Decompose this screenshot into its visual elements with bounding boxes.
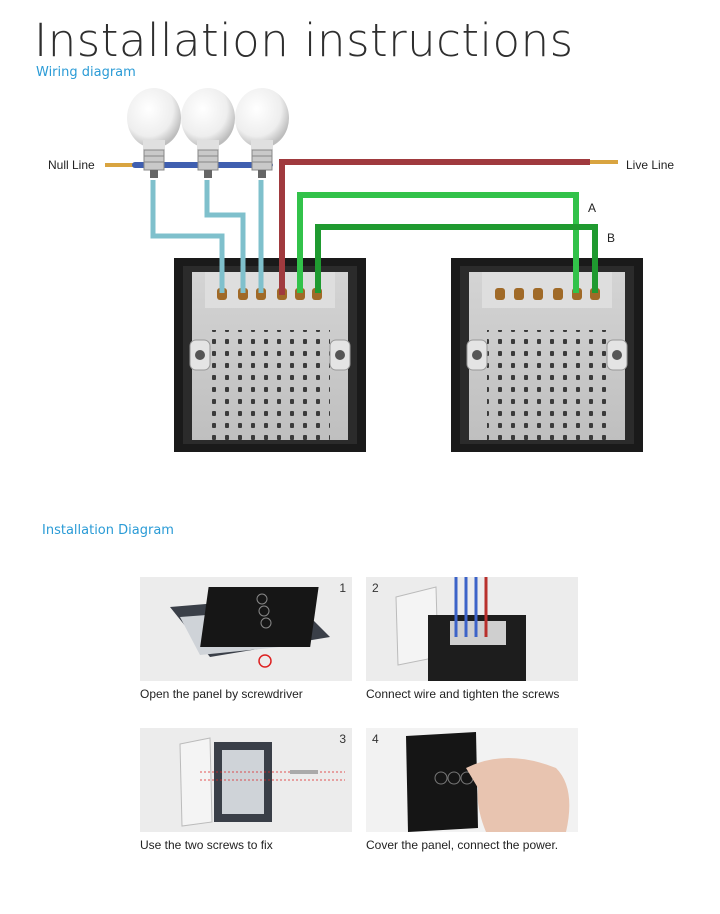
step-1: 1 Open the panel by screwdriver <box>140 577 352 701</box>
lamp-wires <box>150 180 264 293</box>
live-line-label: Live Line <box>626 158 674 172</box>
step-3: 3 Use the two screws to fix <box>140 728 352 852</box>
page-title: Installation instructions <box>34 14 574 67</box>
traveler-wire-a <box>297 192 579 293</box>
wire-b-label: B <box>607 231 615 245</box>
step-caption: Connect wire and tighten the screws <box>366 687 560 701</box>
step-2-photo: 2 <box>366 577 578 681</box>
wire-a-label: A <box>588 201 596 215</box>
light-bulb-icon <box>127 88 181 178</box>
step-3-photo: 3 <box>140 728 352 832</box>
switch-2-back <box>451 258 643 452</box>
traveler-wire-b <box>315 224 598 293</box>
step-number: 3 <box>339 732 346 746</box>
step-caption: Use the two screws to fix <box>140 838 273 852</box>
light-bulb-icon <box>181 88 235 178</box>
step-caption: Cover the panel, connect the power. <box>366 838 559 852</box>
light-bulb-icon <box>235 88 289 178</box>
installation-diagram-subtitle: Installation Diagram <box>42 523 174 538</box>
live-wire <box>279 159 618 295</box>
switch-1-back <box>174 258 366 452</box>
step-number: 1 <box>339 581 346 595</box>
step-4: 4 Cover the panel, connect the power. <box>366 728 578 852</box>
wiring-diagram-subtitle: Wiring diagram <box>36 65 136 80</box>
step-caption: Open the panel by screwdriver <box>140 687 303 701</box>
step-1-photo: 1 <box>140 577 352 681</box>
terminal-screws-2 <box>495 288 600 300</box>
null-line-label: Null Line <box>48 158 95 172</box>
wiring-diagram: Null Line Live Line <box>48 88 674 452</box>
step-2: 2 Connect wire and tighten the screws <box>366 577 578 701</box>
step-number: 4 <box>372 732 379 746</box>
step-4-photo: 4 <box>366 728 578 832</box>
step-number: 2 <box>372 581 379 595</box>
